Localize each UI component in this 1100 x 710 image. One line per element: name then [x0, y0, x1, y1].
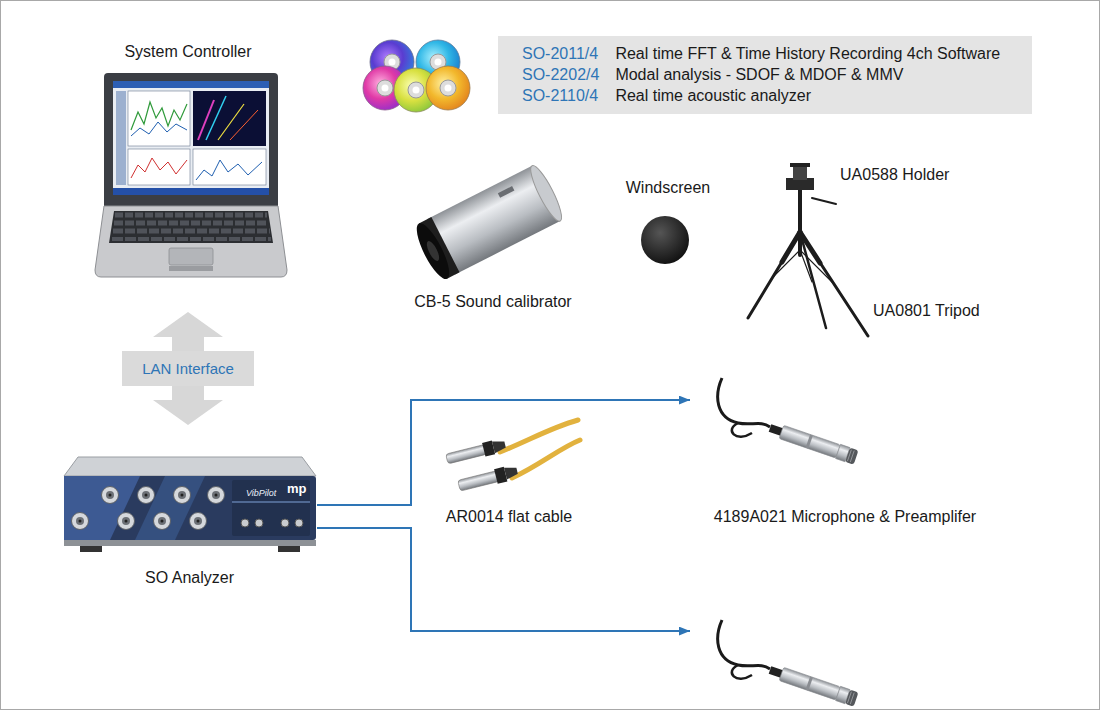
- analyzer-figure: SO Analyzer: [62, 425, 317, 590]
- part-label: AR0014 flat cable: [446, 507, 572, 526]
- product-description: Real time acoustic analyzer: [615, 86, 1000, 105]
- figure-caption: SO Analyzer: [145, 568, 234, 587]
- product-description: Modal analysis - SDOF & MDOF & MMV: [615, 65, 1000, 84]
- part-label: UA0588 Holder: [840, 165, 949, 184]
- device-logo: mp: [287, 481, 307, 497]
- analyzer-figure: [64, 457, 316, 552]
- tripod-figure: [748, 163, 868, 336]
- part-label: Windscreen: [626, 178, 710, 197]
- product-code: SO-2011/4: [522, 44, 599, 63]
- product-code: SO-2202/4: [522, 65, 599, 84]
- figure-caption: System Controller: [124, 42, 251, 61]
- microphone-figure: [690, 612, 870, 704]
- signal-line: [317, 528, 690, 631]
- part-label: CB-5 Sound calibrator: [414, 292, 571, 311]
- part-label: UA0801 Tripod: [873, 301, 980, 320]
- software-list: SO-2011/4 Real time FFT & Time History Re…: [498, 36, 1032, 114]
- product-code: SO-2110/4: [522, 86, 599, 105]
- microphone-figure: 4189A021 Microphone & Preamplifer: [690, 370, 1000, 530]
- connector-label: LAN Interface: [122, 351, 254, 386]
- laptop-figure: [95, 73, 287, 277]
- microphone-figure: [718, 620, 859, 707]
- signal-line: [317, 400, 690, 505]
- software-discs: [363, 40, 470, 112]
- figure-caption: 4189A021 Microphone & Preamplifer: [714, 507, 976, 526]
- windscreen-figure: [641, 216, 689, 264]
- microphone-figure: [718, 378, 859, 465]
- controller-figure: System Controller: [90, 38, 286, 312]
- device-brand: VibPilot: [246, 487, 276, 499]
- cable-figure: [445, 420, 580, 493]
- calibrator-figure: [411, 163, 567, 283]
- product-description: Real time FFT & Time History Recording 4…: [615, 44, 1000, 63]
